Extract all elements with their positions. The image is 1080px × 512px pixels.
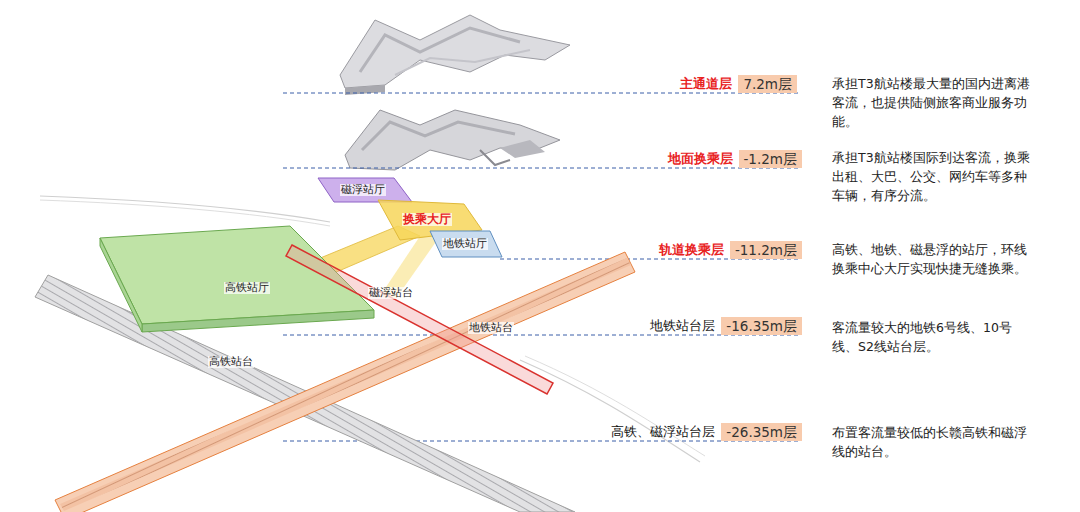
maglev-platform: 磁浮站台 xyxy=(285,240,560,398)
slab-detail xyxy=(395,50,530,75)
stair-detail xyxy=(480,150,510,165)
rail-line xyxy=(40,196,330,222)
station-label: 高铁站厅 xyxy=(224,282,270,294)
level-elevation: -11.2m层 xyxy=(735,242,797,258)
station-face xyxy=(35,275,575,512)
station-face xyxy=(60,258,631,511)
slab-detail xyxy=(500,140,545,158)
level-tag: 7.2m层 xyxy=(738,75,797,93)
level-elevation: -1.2m层 xyxy=(744,151,798,167)
ground-level-slab xyxy=(345,110,560,170)
station-label: 磁浮站台 xyxy=(368,287,414,299)
station-label: 磁浮站厅 xyxy=(340,184,386,196)
station-shape xyxy=(285,240,560,398)
station-face xyxy=(142,310,374,332)
station-label: 地铁站台 xyxy=(468,322,514,334)
station-label: 地铁站厅 xyxy=(442,238,488,250)
level-name: 高铁、磁浮站台层 xyxy=(611,424,715,440)
level-description: 客流量较大的地铁6号线、10号线、S2线站台层。 xyxy=(832,318,1030,356)
level-name: 轨道换乘层 xyxy=(659,242,724,258)
station-face xyxy=(318,178,412,202)
level-description: 承担T3航站楼最大量的国内进离港客流，也提供陆侧旅客商业服务功能。 xyxy=(832,74,1030,131)
level-name: 主通道层 xyxy=(680,76,732,92)
rail-line xyxy=(40,200,330,226)
station-label: 高铁站台 xyxy=(208,356,254,368)
level-tag: -16.35m层 xyxy=(721,317,802,335)
slab-detail xyxy=(362,122,515,150)
level-line xyxy=(283,168,800,169)
level-elevation: -16.35m层 xyxy=(726,318,797,334)
level-description: 高铁、地铁、磁悬浮的站厅，环线换乘中心大厅实现快捷无缝换乘。 xyxy=(832,240,1030,278)
metro-hall: 地铁站厅 xyxy=(430,231,502,257)
level-description: 承担T3航站楼国际到达客流，换乘出租、大巴、公交、网约车等多种车辆，有序分流。 xyxy=(832,148,1030,205)
level-elevation: 7.2m层 xyxy=(743,76,792,92)
level-tag: -26.35m层 xyxy=(721,423,802,441)
station-face xyxy=(55,252,635,512)
level-description: 布置客流量较低的长赣高铁和磁浮线的站台。 xyxy=(832,423,1030,461)
level-tag: -1.2m层 xyxy=(739,150,803,168)
level-elevation: -26.35m层 xyxy=(726,424,797,440)
maglev-hall: 磁浮站厅 xyxy=(318,178,412,202)
level-line xyxy=(283,93,800,94)
rail-line xyxy=(520,360,700,462)
station-label: 换乘大厅 xyxy=(402,213,452,226)
slab-detail xyxy=(360,28,520,72)
level-name: 地面换乘层 xyxy=(668,151,733,167)
station-face xyxy=(430,231,502,257)
level-tag: -11.2m层 xyxy=(730,241,802,259)
level-name: 地铁站台层 xyxy=(650,318,715,334)
main-level-slab xyxy=(340,15,570,88)
slab-edge xyxy=(345,85,385,95)
